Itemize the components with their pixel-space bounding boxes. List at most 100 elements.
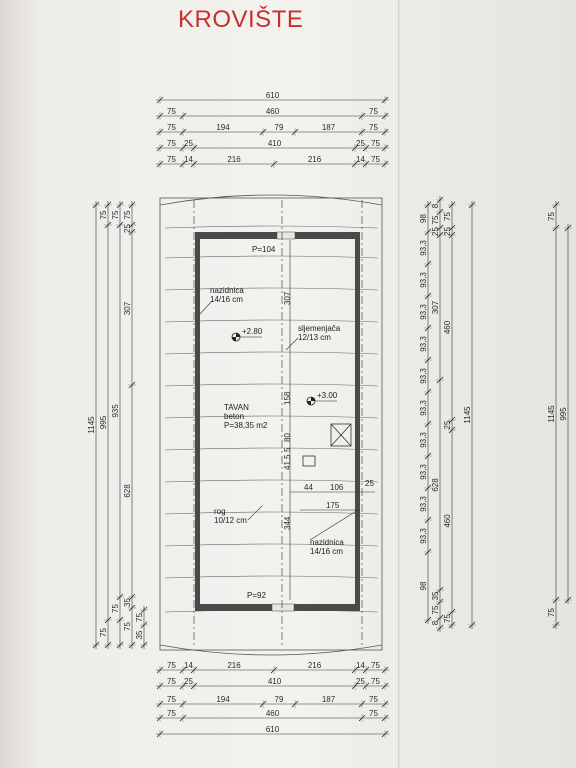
dim-top-row5-label: 216 xyxy=(308,155,322,164)
page-fold xyxy=(398,0,401,768)
dim-bottom-row3-label: 194 xyxy=(216,695,230,704)
dim-far-right-c2-label: 995 xyxy=(559,407,568,421)
level-marker-1 xyxy=(231,332,262,342)
dim-right-c2-label: 307 xyxy=(431,300,440,314)
dim-top-row4-label: 410 xyxy=(268,139,282,148)
dim-left-c4-label: 35 xyxy=(123,598,132,607)
dim-right-c1-label: 98 xyxy=(419,214,428,223)
level-marker-2 xyxy=(306,396,337,406)
dim-bottom-row3-label: 75 xyxy=(369,695,378,704)
nazidnica-top-size: 14/16 cm xyxy=(210,295,243,304)
dim-right-c1-label: 93,3 xyxy=(419,496,428,512)
dim-left-c3-label: 935 xyxy=(111,404,120,418)
dim-right-c1-label: 93,3 xyxy=(419,464,428,480)
dim-right-c2-label: 75 xyxy=(431,605,440,614)
dim-bottom-row2-label: 75 xyxy=(371,677,380,686)
dim-right-c3-label: 75 xyxy=(443,614,452,623)
dim-right-c3-label: 460 xyxy=(443,320,452,334)
dim-right-c2-label: 25 xyxy=(431,227,440,236)
dim-right-c1-label: 93,3 xyxy=(419,368,428,384)
inner-dim-106: 106 xyxy=(330,483,344,492)
roof-outline xyxy=(159,194,383,656)
dim-left-c1-label: 1145 xyxy=(87,416,96,434)
dim-top-row4-label: 25 xyxy=(184,139,193,148)
p-top-label: P=104 xyxy=(252,245,276,254)
leader-lines xyxy=(197,300,359,541)
dim-left-c2-label: 75 xyxy=(99,628,108,637)
dim-top-row5-label: 216 xyxy=(227,155,241,164)
dim-bottom-row1-label: 75 xyxy=(371,661,380,670)
dim-right-c2-label: 35 xyxy=(431,591,440,600)
level-2-label: +3.00 xyxy=(317,391,338,400)
dim-right-c1-label: 98 xyxy=(419,581,428,590)
dim-bottom-row4-label: 75 xyxy=(369,709,378,718)
dim-left-c4-label: 75 xyxy=(123,210,132,219)
level-1-label: +2.80 xyxy=(242,327,263,336)
nazidnica-bottom-size: 14/16 cm xyxy=(310,547,343,556)
inner-dim-175: 175 xyxy=(326,501,340,510)
dim-top-row4-label: 75 xyxy=(371,139,380,148)
dim-left-c3-label: 75 xyxy=(111,604,120,613)
dim-far-right-c1-label: 75 xyxy=(547,212,556,221)
room-name: TAVAN xyxy=(224,403,249,412)
sljemenjaca-size: 12/13 cm xyxy=(298,333,331,342)
dim-right-c1-label: 93,3 xyxy=(419,272,428,288)
dim-top-row5-label: 75 xyxy=(371,155,380,164)
nazidnica-top-label: nazidnica xyxy=(210,286,244,295)
dim-bottom-row2-label: 25 xyxy=(184,677,193,686)
dim-bottom-row3-label: 79 xyxy=(275,695,284,704)
dim-right-c3-label: 460 xyxy=(443,514,452,528)
dim-right-c1-label: 93,3 xyxy=(419,304,428,320)
dim-top-row2-label: 75 xyxy=(369,107,378,116)
dim-left-c4-label: 25 xyxy=(123,224,132,233)
dim-top-row5-label: 14 xyxy=(356,155,365,164)
dim-bottom-row4-label: 75 xyxy=(167,709,176,718)
dim-left-c4-label: 628 xyxy=(123,484,132,498)
dim-left-c4-label: 307 xyxy=(123,301,132,315)
dim-left-c2-label: 995 xyxy=(99,415,108,429)
dim-bottom-row5-label: 610 xyxy=(266,725,280,734)
dim-left-c5-label: 35 xyxy=(135,630,144,639)
nazidnica-bottom-label: nazidnica xyxy=(310,538,344,547)
dim-right-c3-label: 25 xyxy=(443,420,452,429)
dim-far-right-c1-label: 1145 xyxy=(547,405,556,423)
dim-right-c2-label: 8 xyxy=(431,203,440,208)
dim-right-c1-label: 93,3 xyxy=(419,336,428,352)
dim-top-row5-label: 14 xyxy=(184,155,193,164)
dim-bottom-row3-label: 75 xyxy=(167,695,176,704)
inner-dim-25: 25 xyxy=(365,479,374,488)
dim-left-c3-label: 75 xyxy=(111,210,120,219)
dim-top-row3-label: 75 xyxy=(167,123,176,132)
dim-left-c4-label: 75 xyxy=(123,622,132,631)
dim-right-c1-label: 93,3 xyxy=(419,400,428,416)
dim-top-row4-label: 75 xyxy=(167,139,176,148)
dim-far-right-c1-label: 75 xyxy=(547,608,556,617)
inner-dim-44: 44 xyxy=(304,483,313,492)
dim-top-row4-label: 25 xyxy=(356,139,365,148)
room-area: P=38,35 m2 xyxy=(224,421,268,430)
inner-dim-344: 344 xyxy=(283,516,292,530)
dim-bottom-row2-label: 410 xyxy=(268,677,282,686)
inner-dim-41-5: 41,5 xyxy=(283,454,292,470)
rafters xyxy=(164,225,379,613)
dim-bottom-row1-label: 14 xyxy=(356,661,365,670)
dim-top-row3-label: 187 xyxy=(322,123,336,132)
dim-bottom-row1-label: 14 xyxy=(184,661,193,670)
inner-dimension-lines xyxy=(289,240,375,600)
sljemenjaca-label: sljemenjača xyxy=(298,324,341,333)
dim-top-row2-label: 460 xyxy=(266,107,280,116)
dim-left-c5-label: 75 xyxy=(135,613,144,622)
dim-right-c2-label: 75 xyxy=(431,215,440,224)
dim-left-c2-label: 75 xyxy=(99,210,108,219)
dim-bottom-row2-label: 25 xyxy=(356,677,365,686)
dim-right-c4-label: 1145 xyxy=(463,406,472,424)
dim-top-row1-label: 610 xyxy=(266,91,280,100)
dim-top-row2-label: 75 xyxy=(167,107,176,116)
rog-label: rog xyxy=(214,507,226,516)
dim-top-row3-label: 75 xyxy=(369,123,378,132)
room-material: beton xyxy=(224,412,244,421)
dim-right-c1-label: 93,3 xyxy=(419,240,428,256)
inner-dim-158: 158 xyxy=(283,391,292,405)
